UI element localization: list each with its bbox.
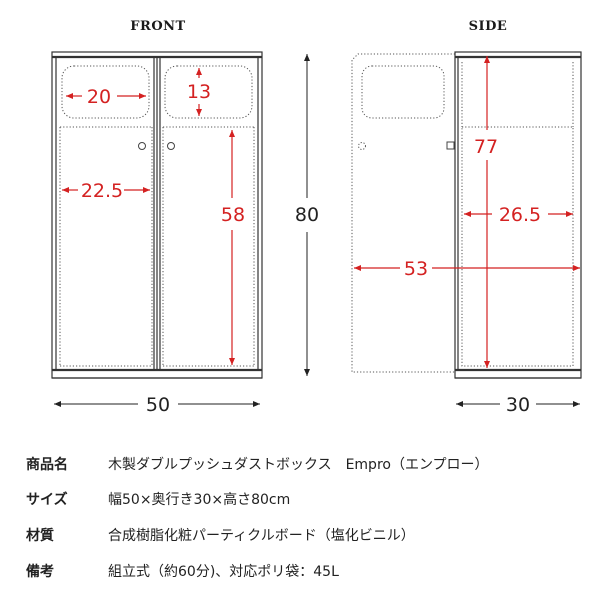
side-view	[351, 51, 582, 379]
front-window-height-label: 13	[187, 81, 211, 103]
total-width-dimension: 50	[54, 394, 260, 416]
right-door-knob-icon	[167, 142, 175, 150]
spec-value: 合成樹脂化粧パーティクルボード（塩化ビニル）	[108, 528, 415, 544]
spec-value: 幅50×奥行き30×高さ80cm	[108, 492, 291, 508]
total-depth-label: 30	[506, 394, 530, 416]
total-height-dimension: 80	[295, 54, 319, 376]
spec-value: 組立式（約60分)、対応ポリ袋：45L	[108, 564, 339, 580]
front-window-width-label: 20	[87, 86, 111, 108]
side-inner-height-label: 77	[474, 136, 498, 158]
front-view-title: FRONT	[130, 19, 185, 34]
total-height-label: 80	[295, 204, 319, 226]
side-open-depth-label: 53	[404, 258, 428, 280]
spec-label: 商品名	[26, 457, 68, 473]
front-dimensions: 20 13 22.5 58	[62, 68, 245, 365]
front-view	[51, 51, 263, 379]
side-view-title: SIDE	[469, 19, 508, 34]
total-depth-dimension: 30	[456, 394, 580, 416]
side-dimensions: 77 26.5 53	[354, 56, 580, 368]
spec-label: 備考	[26, 564, 54, 580]
spec-value: 木製ダブルプッシュダストボックス Empro（エンプロー）	[108, 457, 489, 473]
left-door-knob-icon	[138, 142, 146, 150]
total-width-label: 50	[146, 394, 170, 416]
spec-label: サイズ	[26, 492, 68, 508]
front-inner-width-label: 22.5	[81, 180, 123, 202]
side-door-knob-icon	[358, 142, 366, 150]
spec-label: 材質	[26, 528, 54, 544]
side-inner-depth-label: 26.5	[499, 204, 541, 226]
front-door-height-label: 58	[221, 204, 245, 226]
